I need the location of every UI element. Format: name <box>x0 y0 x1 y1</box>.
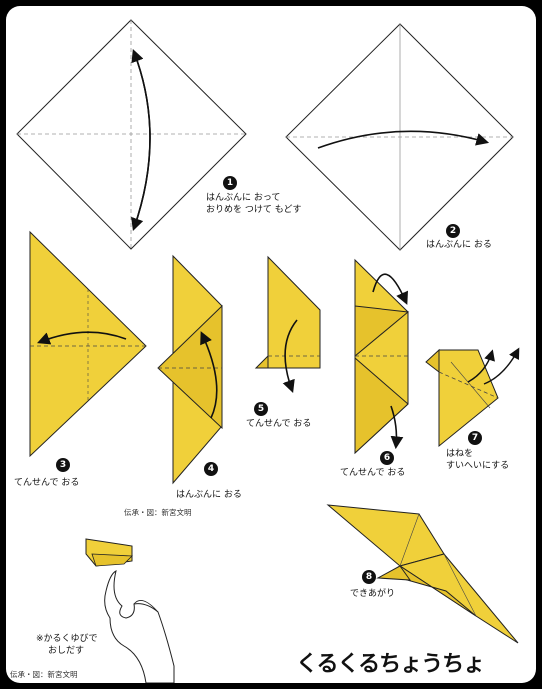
step-4-badge: 4 <box>204 462 218 476</box>
step1-paper <box>16 19 247 250</box>
step-7-badge: 7 <box>468 431 482 445</box>
step-4-caption: はんぶんに おる <box>176 490 242 500</box>
launch-note-line1: ※かるくゆびで <box>36 634 98 644</box>
origami-diagram <box>16 19 520 683</box>
page-title: くるくるちょうちょ <box>296 652 485 677</box>
instruction-sheet: 1 はんぶんに おって おりめを つけて もどす 2 はんぶんに おる 3 てん… <box>6 6 536 683</box>
step-5-caption: てんせんで おる <box>246 419 312 429</box>
step-2-badge: 2 <box>446 224 460 238</box>
step-1-caption-line2: おりめを つけて もどす <box>206 205 302 215</box>
step-1-badge: 1 <box>223 176 237 190</box>
step6-paper <box>354 258 410 455</box>
step-7-caption-line2: すいへいにする <box>446 461 510 471</box>
hand-illustration <box>85 538 175 683</box>
step3-paper <box>29 230 147 458</box>
step-5-badge: 5 <box>254 402 268 416</box>
step-6-badge: 6 <box>380 451 394 465</box>
step-8-badge: 8 <box>362 570 376 584</box>
credit-bottom: 伝承・図：新宮文明 <box>10 670 78 679</box>
step-8-caption: できあがり <box>350 589 396 599</box>
step-3-badge: 3 <box>56 458 70 472</box>
launch-note-line2: おしだす <box>48 646 85 656</box>
step-6-caption: てんせんで おる <box>340 468 406 478</box>
step-3-caption: てんせんで おる <box>14 478 80 488</box>
credit-middle: 伝承・図：新宮文明 <box>124 508 192 517</box>
step-2-caption: はんぶんに おる <box>426 240 492 250</box>
step-1-caption-line1: はんぶんに おって <box>206 193 281 203</box>
step8-paper <box>326 504 519 644</box>
step4-paper <box>157 254 223 485</box>
step5-paper <box>254 255 321 394</box>
step-7-caption-line1: はねを <box>446 449 474 459</box>
step7-paper <box>425 347 520 448</box>
step2-paper <box>285 23 514 251</box>
